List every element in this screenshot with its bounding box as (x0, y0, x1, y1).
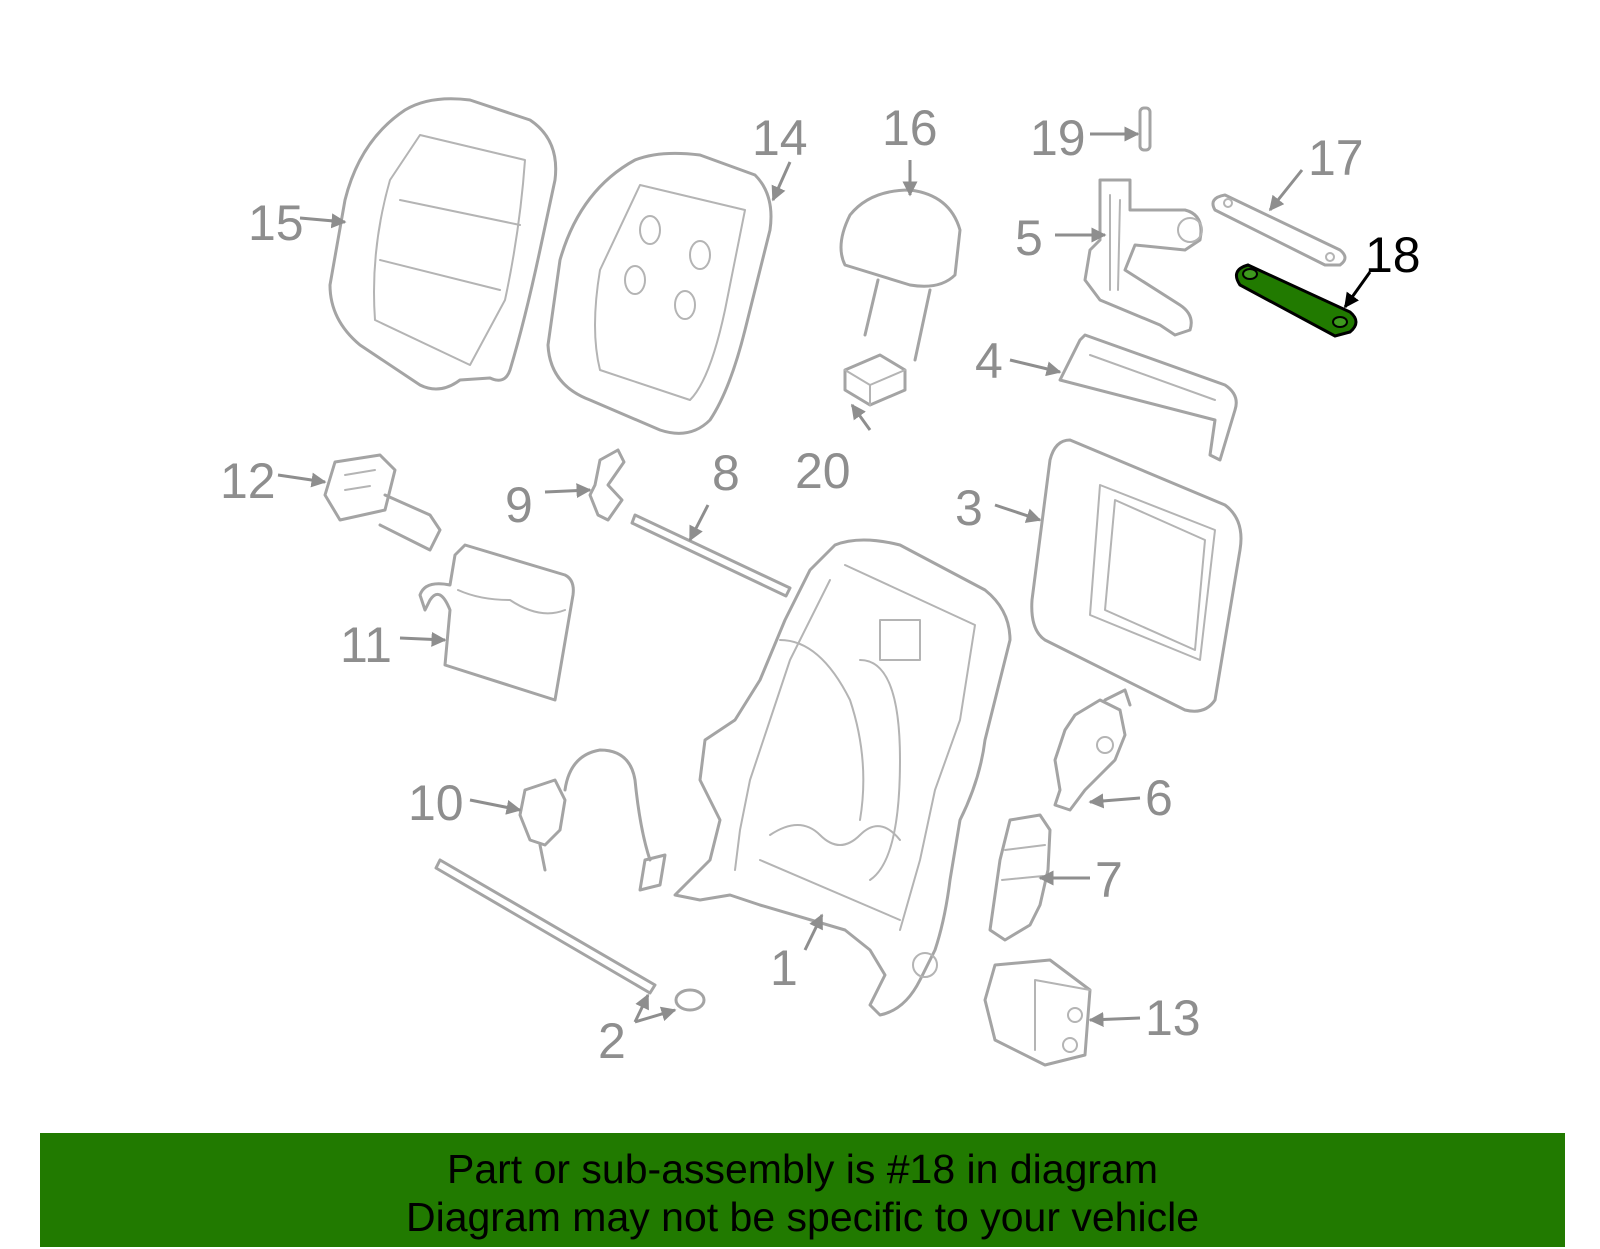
part-11-pocket (418, 543, 575, 702)
callout-2: 2 (598, 1013, 626, 1069)
part-16-headrest (839, 188, 962, 362)
caption-banner: Part or sub-assembly is #18 in diagram D… (40, 1133, 1565, 1247)
part-3-back-panel (1030, 438, 1243, 713)
part-15-seat-back-cover (328, 97, 558, 391)
callout-labels: 15 14 16 19 5 17 18 4 20 3 12 9 8 11 10 … (220, 100, 1421, 1069)
callout-6: 6 (1145, 770, 1173, 826)
part-18-strap-highlighted (1234, 263, 1358, 338)
caption-line-1: Part or sub-assembly is #18 in diagram (447, 1146, 1158, 1192)
part-2-rod-grommet (434, 858, 706, 1012)
part-19-pin (1138, 106, 1152, 152)
callout-20: 20 (795, 443, 851, 499)
parts-diagram: 15 14 16 19 5 17 18 4 20 3 12 9 8 11 10 … (220, 97, 1421, 1069)
callout-3: 3 (955, 480, 983, 536)
part-6-motor (1053, 688, 1132, 812)
part-10-harness (518, 748, 667, 892)
callout-15: 15 (248, 195, 304, 251)
part-1-seat-frame (673, 538, 1012, 1017)
leader-lines (277, 126, 1372, 1027)
callout-17: 17 (1308, 130, 1364, 186)
callout-13: 13 (1145, 990, 1201, 1046)
part-13-module (983, 958, 1092, 1067)
callout-14: 14 (752, 110, 808, 166)
caption-line-2: Diagram may not be specific to your vehi… (405, 1194, 1199, 1240)
callout-7: 7 (1095, 852, 1123, 908)
callout-10: 10 (408, 775, 464, 831)
part-4-panel (1058, 333, 1238, 462)
part-20-block (843, 353, 907, 407)
callout-5: 5 (1015, 210, 1043, 266)
callout-1: 1 (770, 940, 798, 996)
callout-18: 18 (1365, 227, 1421, 283)
part-12-switch (323, 453, 442, 552)
callout-11: 11 (340, 617, 392, 673)
callout-4: 4 (975, 333, 1003, 389)
callout-19: 19 (1030, 110, 1086, 166)
part-7-gearbox (988, 813, 1052, 942)
part-14-seat-back-pad (546, 151, 773, 435)
callout-12: 12 (220, 453, 276, 509)
part-5-bracket-motor (1083, 178, 1203, 337)
part-9-clip (588, 448, 626, 522)
part-17-plate (1211, 193, 1347, 267)
callout-9: 9 (505, 477, 533, 533)
part-8-rod (630, 513, 792, 598)
callout-8: 8 (712, 445, 740, 501)
callout-16: 16 (882, 100, 938, 156)
